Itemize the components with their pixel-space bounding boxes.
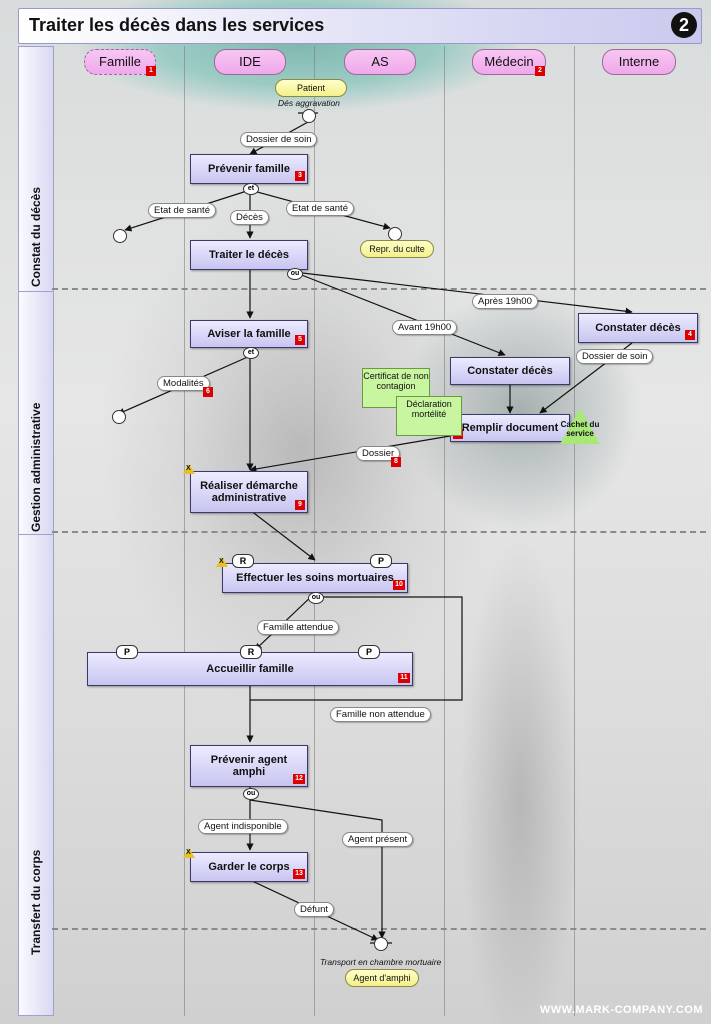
task-constater-deces-medecin[interactable]: Constater décès (450, 357, 570, 385)
flow-label: Etat de santé (286, 201, 354, 216)
flow-label: Avant 19h00 (392, 320, 458, 335)
flow-label: Famille non attendue (330, 707, 431, 722)
lane-badge: 1 (146, 66, 156, 76)
role-marker-r: R (240, 645, 262, 659)
lane-header-medecin: Médecin (472, 49, 546, 75)
flow-label: Dossier (356, 446, 401, 461)
flow-label: Dossier de soin (576, 349, 654, 364)
phase-separator (52, 288, 706, 290)
warning-icon: X (216, 557, 228, 567)
task-number: 13 (293, 869, 305, 879)
start-event[interactable] (302, 109, 316, 123)
lane-header-as: AS (344, 49, 416, 75)
flow-label: Famille attendue (257, 620, 340, 635)
task-label: Constater décès (467, 365, 553, 377)
end-event-label: Agent d'amphi (345, 969, 419, 987)
lane-header-interne: Interne (602, 49, 676, 75)
task-number: 4 (685, 330, 695, 340)
phase-separator (52, 531, 706, 533)
task-label: Garder le corps (208, 861, 290, 873)
task-realiser-demarche[interactable]: Réaliser démarche administrative 9 (190, 471, 308, 513)
task-number: 10 (393, 580, 405, 590)
task-label: Réaliser démarche administrative (200, 480, 298, 504)
role-marker-p: P (370, 554, 392, 568)
lane-label: Médecin (484, 54, 534, 69)
task-traiter-deces[interactable]: Traiter le décès (190, 240, 308, 270)
task-aviser-famille[interactable]: Aviser la famille 5 (190, 320, 308, 348)
lane-label: Famille (99, 54, 141, 69)
task-label: Accueillir famille (206, 663, 294, 675)
task-garder-corps[interactable]: Garder le corps 13 (190, 852, 308, 882)
page-title: Traiter les décès dans les services (29, 15, 325, 35)
lane-label: AS (371, 54, 389, 69)
task-number: 9 (295, 500, 305, 510)
flow-label: Décès (230, 210, 269, 225)
task-label: Constater décès (595, 322, 681, 334)
flow-label-number: 8 (391, 457, 401, 467)
lane-badge: 2 (535, 66, 545, 76)
task-prevenir-famille[interactable]: Prévenir famille 3 (190, 154, 308, 184)
flow-label: Défunt (294, 902, 334, 917)
culte-label: Repr. du culte (360, 240, 434, 258)
task-label: Remplir document (461, 422, 559, 434)
role-marker-p: P (358, 645, 380, 659)
task-number: 12 (293, 774, 305, 784)
task-label: Prévenir agent amphi (210, 754, 288, 778)
cachet-label: Cachet du service (560, 420, 600, 438)
task-label: Prévenir famille (208, 163, 290, 175)
title-bar: Traiter les décès dans les services 2 (18, 8, 702, 44)
end-event[interactable] (374, 937, 388, 951)
start-event-label: Patient (275, 79, 347, 97)
task-label: Effectuer les soins mortuaires (236, 572, 394, 584)
lane-label: IDE (239, 54, 261, 69)
task-remplir-document[interactable]: Remplir document 4 (450, 414, 570, 442)
task-constater-deces-interne[interactable]: Constater décès 4 (578, 313, 698, 343)
flow-label: Après 19h00 (472, 294, 538, 309)
task-label: Aviser la famille (207, 328, 291, 340)
flow-label: Agent indisponible (198, 819, 288, 834)
gateway-or: ou (287, 268, 303, 280)
task-effectuer-soins[interactable]: Effectuer les soins mortuaires 10 (222, 563, 408, 593)
task-number: 11 (398, 673, 410, 683)
task-number: 3 (295, 171, 305, 181)
lane-label: Interne (618, 54, 660, 69)
note-declaration: Déclaration mortélité (396, 396, 462, 436)
phase-constat: Constat du décès (18, 46, 54, 293)
phase-transfert: Transfert du corps (18, 534, 54, 1016)
footer-url: WWW.MARK-COMPANY.COM (539, 1004, 703, 1016)
end-event-caption: Transport en chambre mortuaire (320, 957, 442, 967)
page-number: 2 (671, 12, 697, 38)
lane-header-ide: IDE (214, 49, 286, 75)
gateway-or: ou (308, 592, 324, 604)
warning-icon: X (183, 848, 195, 858)
flow-label-number: 6 (203, 387, 213, 397)
warning-icon: X (183, 464, 195, 474)
flow-label: Dossier de soin (240, 132, 318, 147)
gateway-and: et (243, 347, 259, 359)
event-culte (388, 227, 402, 241)
event-famille-modalites (112, 410, 126, 424)
task-label: Traiter le décès (208, 249, 290, 261)
cachet-triangle (560, 408, 600, 444)
gateway-and: et (243, 183, 259, 195)
lane-header-famille: Famille (84, 49, 156, 75)
task-number: 5 (295, 335, 305, 345)
role-marker-p: P (116, 645, 138, 659)
flow-label: Agent présent (342, 832, 414, 847)
flow-label: Etat de santé (148, 203, 216, 218)
flow-label: Modalités (157, 376, 210, 391)
event-famille-etat (113, 229, 127, 243)
phase-gestion: Gestion administrative (18, 291, 54, 536)
gateway-or: ou (243, 788, 259, 800)
task-prevenir-agent-amphi[interactable]: Prévenir agent amphi 12 (190, 745, 308, 787)
role-marker-r: R (232, 554, 254, 568)
phase-separator (52, 928, 706, 930)
start-event-caption: Dés aggravation (278, 98, 340, 108)
